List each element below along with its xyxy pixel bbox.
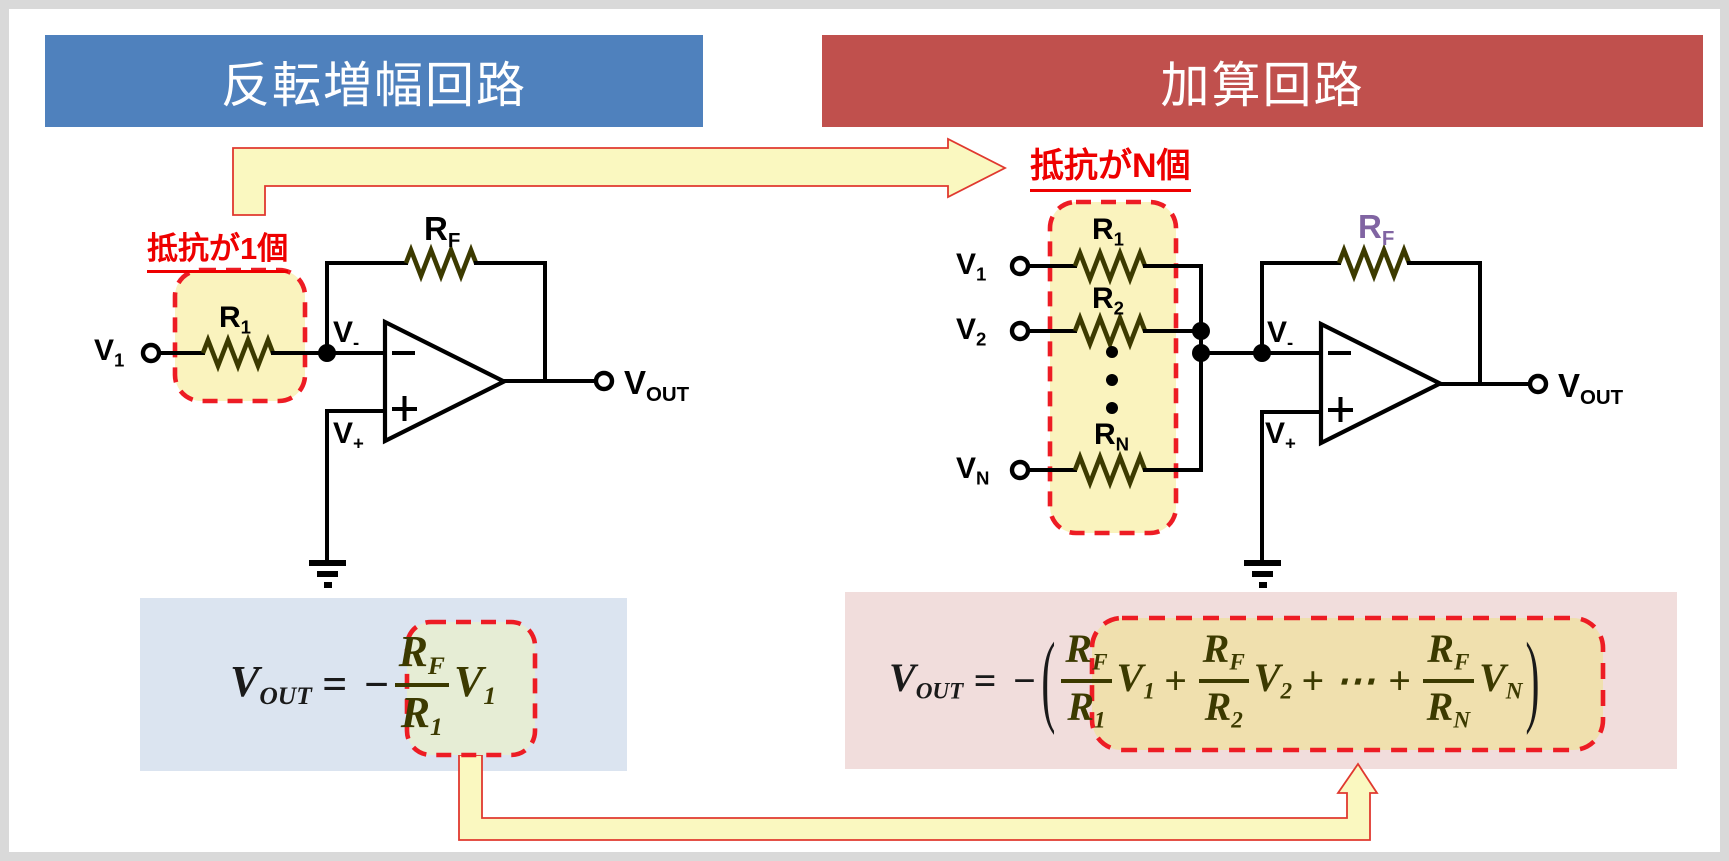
formula-left-equals: =: [321, 659, 347, 709]
header-summing-circuit: 加算回路: [822, 35, 1703, 127]
ellipsis-dot-1: [1106, 346, 1118, 358]
header-right-title: 加算回路: [1160, 58, 1365, 113]
formula-left-multiplier: V1: [453, 657, 497, 711]
wire-left-feedback-up: [325, 261, 408, 355]
formula-right-multiplier-1: V1: [1116, 654, 1155, 705]
node-right-bus-1: [1192, 322, 1210, 340]
header-left-title: 反転増幅回路: [220, 58, 527, 113]
arrow-bottom-left-to-right: [458, 754, 1379, 841]
label-right-vn: VN: [956, 452, 990, 489]
formula-right-plus-1: +: [1163, 657, 1187, 703]
formula-right-close-paren: ): [1525, 624, 1540, 737]
label-right-r2: R2: [1092, 282, 1125, 319]
resistor-right-r2: [1072, 311, 1148, 351]
formula-panel-left: [140, 598, 627, 771]
ellipsis-dot-2: [1106, 374, 1118, 386]
label-right-vminus: V-: [1267, 316, 1294, 353]
wire-right-vplus: [1260, 410, 1323, 562]
callout-n-resistors: 抵抗がN個: [1030, 147, 1191, 193]
label-left-vminus: V-: [333, 316, 360, 353]
formula-right-equals: =: [973, 657, 997, 703]
terminal-right-v2: [1009, 320, 1031, 342]
formula-right-multiplier-3: VN: [1479, 654, 1523, 705]
terminal-right-v1: [1009, 255, 1031, 277]
wire-right-feedback-up: [1260, 261, 1341, 355]
highlight-box-formula-right-terms: [1089, 615, 1606, 753]
resistor-left-rf: [403, 243, 479, 283]
wire-left-vplus: [325, 409, 387, 562]
terminal-left-v1: [140, 342, 162, 364]
label-right-v2: V2: [956, 313, 987, 350]
label-right-rf: RF: [1358, 208, 1395, 251]
label-right-r1: R1: [1092, 213, 1125, 250]
opamp-right-triangle: [1318, 320, 1445, 447]
label-right-vplus: V+: [1265, 417, 1296, 454]
formula-left-fraction: RF R1: [394, 629, 449, 739]
formula-right-lhs: VOUT: [889, 654, 964, 705]
ground-symbol-right: [1244, 560, 1281, 588]
resistor-right-r1: [1072, 246, 1148, 286]
label-right-vout: VOUT: [1558, 367, 1624, 410]
label-right-v1: V1: [956, 248, 987, 285]
formula-right-fraction-2: RF R2: [1198, 628, 1249, 732]
summing-circuit: [1009, 243, 1549, 588]
formula-right-fraction-1: RF R1: [1061, 628, 1112, 732]
header-inverting-amplifier: 反転増幅回路: [45, 35, 703, 127]
formula-right-minus: −: [1012, 657, 1037, 703]
opamp-left-triangle: [382, 318, 509, 445]
label-left-rf: RF: [424, 210, 461, 253]
formula-left-minus: −: [362, 659, 390, 709]
resistor-right-rf: [1336, 243, 1412, 283]
inverting-amplifier-circuit: [140, 243, 615, 588]
ellipsis-dot-3: [1106, 402, 1118, 414]
terminal-right-vn: [1009, 459, 1031, 481]
formula-right-plus-2: +: [1301, 657, 1324, 703]
terminal-right-vout: [1527, 373, 1549, 395]
formula-right-plus-3: +: [1387, 657, 1411, 703]
formula-left-lhs: VOUT: [230, 657, 312, 711]
label-left-r1: R1: [219, 301, 252, 338]
highlight-box-n-resistors: [1047, 199, 1179, 536]
wire-right-feedback-down: [1407, 261, 1482, 386]
resistor-left-r1: [200, 333, 276, 373]
formula-right-fraction-3: RF RN: [1422, 628, 1475, 732]
formula-inverting-amplifier: VOUT = − RF R1 V1: [140, 598, 627, 771]
wire-left-feedback-down: [474, 261, 547, 383]
resistor-right-rn: [1072, 450, 1148, 490]
formula-summing-circuit: VOUT = − ( RF R1 V1 + RF R2 V2 + ⋯ + RF …: [845, 592, 1677, 769]
label-left-vout: VOUT: [624, 364, 690, 407]
formula-right-open-paren: (: [1041, 624, 1056, 737]
formula-right-multiplier-2: V2: [1253, 654, 1293, 705]
label-right-rn: RN: [1094, 418, 1130, 455]
arrow-top-left-to-right: [232, 137, 1007, 216]
callout-one-resistor: 抵抗が1個: [147, 231, 289, 273]
ground-symbol-left: [309, 560, 346, 588]
formula-right-ellipsis: ⋯: [1334, 657, 1377, 703]
terminal-left-vout: [593, 370, 615, 392]
label-left-vplus: V+: [333, 417, 364, 454]
label-left-v1: V1: [94, 334, 125, 371]
highlight-box-formula-left-term: [404, 619, 538, 758]
